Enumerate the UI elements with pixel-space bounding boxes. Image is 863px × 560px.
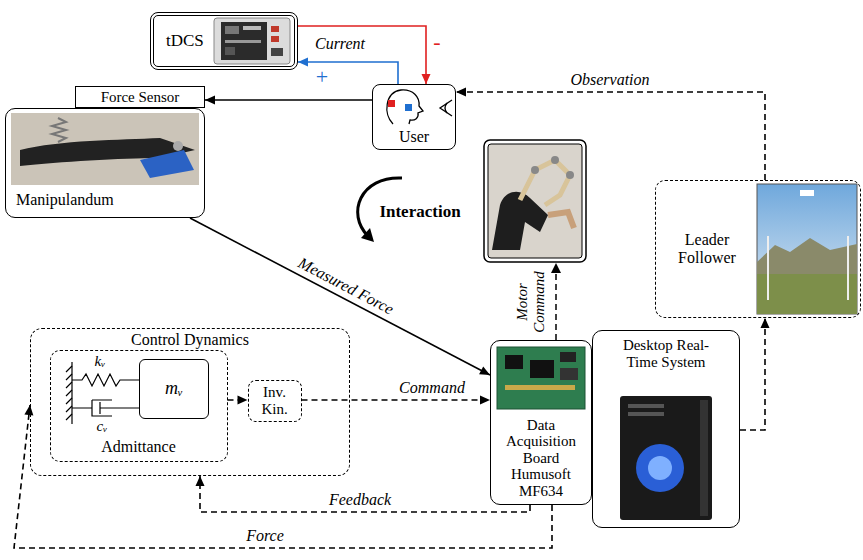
spring-damper: [66, 362, 140, 424]
node-text: Control Dynamics: [131, 331, 249, 349]
connector: [456, 92, 765, 180]
daq-board: [497, 347, 585, 409]
node-text: Desktop Real-Time System: [621, 337, 711, 370]
motor-command-arrow: [551, 263, 561, 340]
arrow-head: [298, 58, 308, 67]
manipulandum-photo: [11, 113, 199, 185]
node-text: Leader Follower: [660, 231, 754, 266]
connector: [190, 218, 490, 375]
node-text: Inv. Kin.: [253, 384, 297, 417]
arrow-head: [205, 96, 215, 105]
node-text: Data Acquisition Board Humusoft MF634: [502, 417, 580, 500]
user-head: [387, 90, 423, 124]
virtual-scene: [757, 184, 857, 314]
arrow-head: [422, 74, 431, 84]
node-text: mᵥ: [165, 379, 183, 399]
connector: [298, 62, 398, 84]
eye-symbol: [440, 100, 452, 116]
text-label: cᵥ: [97, 418, 108, 435]
node-box: User: [372, 84, 456, 150]
node-text: tDCS: [166, 32, 204, 51]
node-box: Desktop Real-Time System: [592, 330, 740, 528]
node-box: tDCS: [150, 12, 298, 70]
edge-label: Command: [399, 379, 465, 397]
arrow-head: [196, 476, 205, 486]
connector: [14, 405, 552, 548]
node-box: Leader Follower: [655, 180, 861, 318]
node-box: Admittance mᵥ: [50, 350, 228, 462]
node-text: Admittance: [101, 438, 176, 456]
connector: [740, 318, 765, 430]
connector: [205, 99, 372, 101]
node-box: Control DynamicsAdmittance mᵥ Inv. Kin.: [30, 328, 350, 476]
text-label: Current: [315, 35, 365, 53]
node-text: User: [399, 128, 429, 146]
node-box: Inv. Kin.: [248, 380, 302, 422]
node-text: Manipulandum: [16, 191, 114, 209]
edge-label: +: [316, 65, 328, 89]
text-label: Motor Command: [514, 266, 547, 338]
node-box: Force Sensor: [75, 86, 205, 108]
node-text: Force Sensor: [101, 89, 180, 106]
connector: [200, 476, 530, 512]
node-box: Manipulandum: [5, 108, 205, 218]
arrow-head: [456, 88, 466, 97]
computer-tower: [620, 396, 712, 520]
edge-label: Feedback: [329, 491, 391, 509]
node-box: mᵥ: [139, 359, 209, 419]
edge-label: Force: [246, 527, 284, 545]
text-label: kᵥ: [95, 353, 106, 370]
node-box: Data Acquisition Board Humusoft MF634: [490, 340, 592, 505]
arrow-head: [480, 396, 490, 405]
arrow-head: [479, 366, 490, 375]
arrow-head: [24, 405, 33, 415]
text-label: Interaction: [379, 203, 460, 222]
edge-label: Measured Force: [295, 254, 396, 318]
tdcs-device: [214, 18, 290, 64]
exoskeleton-image: [484, 140, 586, 262]
arrow-head: [761, 318, 770, 328]
connector: [302, 399, 491, 401]
arrow-head: [238, 396, 248, 405]
edge-label: -: [433, 30, 440, 54]
edge-label: Observation: [570, 71, 649, 89]
